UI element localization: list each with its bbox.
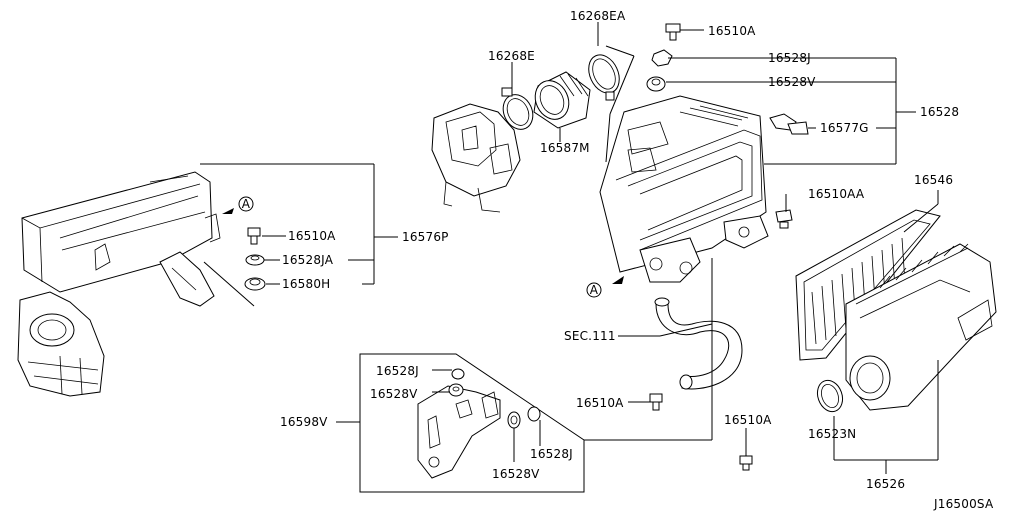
label-16528j-top: 16528J (768, 51, 811, 65)
grommet-16528v-top (646, 76, 666, 92)
label-16526: 16526 (866, 477, 905, 491)
bolt-16510a-bottom (739, 455, 753, 471)
label-16523n: 16523N (808, 427, 856, 441)
intake-hose-16587m (533, 71, 591, 129)
diagram-id: J16500SA (933, 497, 994, 511)
label-16528j-box: 16528J (376, 364, 419, 378)
clip-16577g (769, 113, 809, 135)
throttle-body (431, 103, 521, 213)
clamp-16523n (816, 379, 844, 413)
label-16528j-box2: 16528J (530, 447, 573, 461)
callout-a-center-text: A (590, 283, 599, 297)
sec-111-hose (654, 297, 743, 390)
grommet-16528ja (245, 254, 265, 266)
hose-clamp-16268ea (588, 54, 620, 101)
label-sec-111: SEC.111 (564, 329, 616, 343)
bolt-16510a-left (247, 227, 261, 245)
label-16510aa: 16510AA (808, 187, 865, 201)
bolt-16510aa (775, 209, 793, 229)
callout-a-left-text: A (242, 197, 251, 211)
label-16268e: 16268E (488, 49, 535, 63)
label-16546: 16546 (914, 173, 953, 187)
label-16598v: 16598V (280, 415, 328, 429)
label-16528: 16528 (920, 105, 959, 119)
label-16528v-box2: 16528V (492, 467, 540, 481)
grommet-16580h (244, 277, 266, 291)
label-16510a-left: 16510A (288, 229, 336, 243)
air-cleaner-lower-case (845, 243, 997, 411)
bolt-16510a-top (665, 23, 681, 41)
grommet-16528j-top (651, 49, 673, 67)
label-16577g: 16577G (820, 121, 869, 135)
label-16528ja: 16528JA (282, 253, 334, 267)
leader-lines (200, 22, 939, 474)
bracket-box (359, 353, 585, 493)
air-cleaner-upper-case (599, 95, 769, 283)
part-labels: 16268EA 16510A 16268E 16528J 16528V 1652… (280, 9, 994, 511)
label-16268ea: 16268EA (570, 9, 626, 23)
callout-a-left: A (222, 196, 254, 214)
label-16528v-top: 16528V (768, 75, 816, 89)
label-16510a-top: 16510A (708, 24, 756, 38)
callout-a-center: A (586, 276, 624, 298)
label-16528v-box: 16528V (370, 387, 418, 401)
label-16510a-bottom: 16510A (724, 413, 772, 427)
label-16580h: 16580H (282, 277, 330, 291)
label-16510a-mid: 16510A (576, 396, 624, 410)
label-16576p: 16576P (402, 230, 449, 244)
air-duct-assembly (17, 171, 221, 397)
label-16587m: 16587M (540, 141, 590, 155)
bolt-16510a-mid (649, 393, 663, 411)
